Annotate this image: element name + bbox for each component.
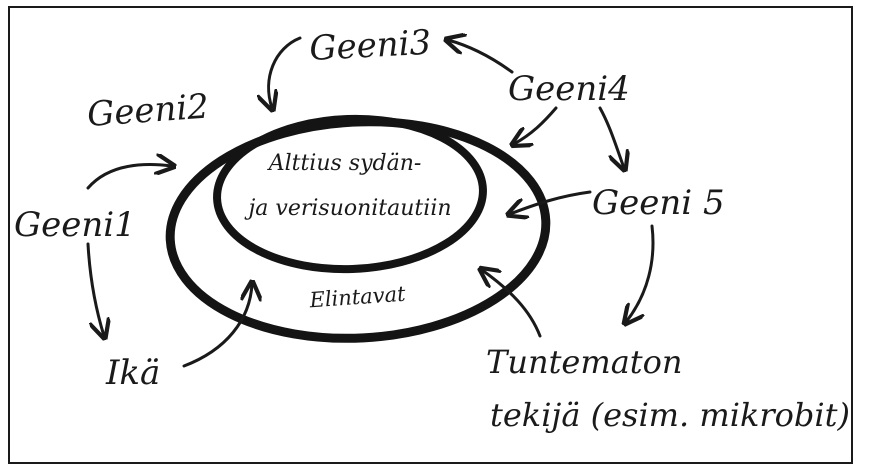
factor-unknown-line1: Tuntematon (486, 343, 683, 381)
factor-geeni3: Geeni3 (308, 23, 432, 69)
outer-ring-lifestyle (165, 117, 551, 343)
diagram-frame (8, 6, 853, 464)
arrow-geeni1-to-ika (86, 242, 104, 336)
factor-geeni2: Geeni2 (86, 87, 210, 135)
inner-ring-label: Elintavat (308, 282, 407, 313)
arrow-geeni5-to-unknown (626, 224, 655, 322)
factor-ika: Ikä (105, 353, 160, 393)
factor-unknown-line2: tekijä (esim. mikrobit) (490, 396, 850, 434)
arrow-unknown-to-center (482, 270, 542, 338)
center-label-line2: ja verisuonitautiin (243, 196, 451, 221)
inner-ring-susceptibility (213, 114, 487, 274)
arrow-geeni1-to-center (86, 165, 172, 190)
arrow-geeni4-to-geeni3 (448, 40, 514, 74)
center-label-line1: Alttius sydän- (267, 151, 422, 176)
factor-geeni1: Geeni1 (14, 205, 136, 245)
arrow-geeni4-to-geeni5 (598, 106, 624, 168)
arrow-geeni3-to-center (269, 36, 302, 108)
factor-geeni5: Geeni 5 (592, 183, 725, 223)
arrow-geeni4-to-center (514, 106, 558, 144)
factor-geeni4: Geeni4 (508, 69, 630, 109)
arrow-ika-to-center (182, 284, 252, 368)
arrow-geeni5-to-center (510, 190, 592, 214)
